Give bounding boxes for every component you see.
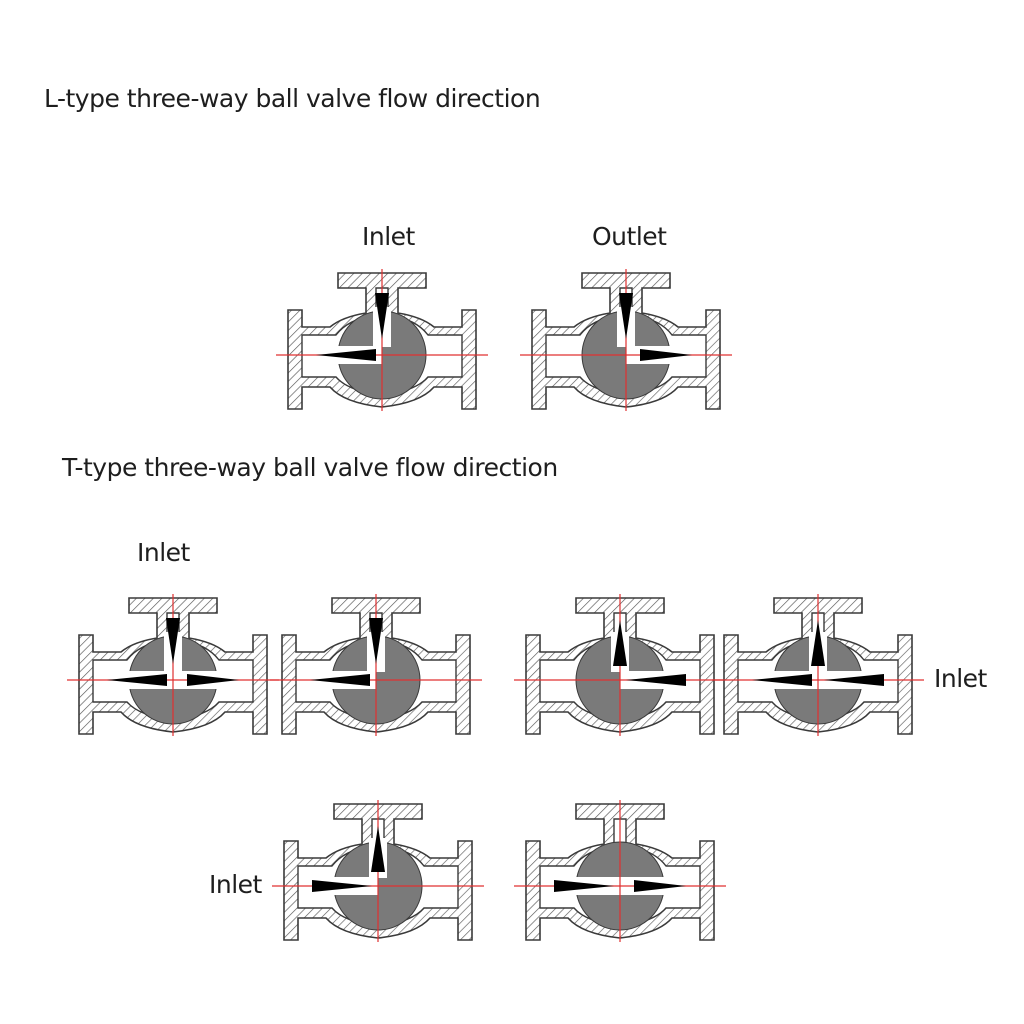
valve-l-top-to-right-outlet <box>520 269 732 411</box>
valve-t-right-to-top-and-left <box>712 594 924 736</box>
flow-arrow <box>752 674 812 686</box>
valve-l-inlet-top-to-left <box>276 269 488 411</box>
flow-arrow <box>634 880 686 892</box>
flow-arrow <box>619 293 633 339</box>
flow-arrow <box>312 880 372 892</box>
flow-arrow <box>554 880 614 892</box>
flow-arrow <box>824 674 884 686</box>
flow-arrow <box>811 620 825 666</box>
t-inlet-right-label: Inlet <box>934 664 987 693</box>
valve-t-top-to-left <box>270 594 482 736</box>
flow-arrow <box>166 618 180 664</box>
valve-t-left-to-top <box>272 800 484 942</box>
flow-arrow <box>310 674 370 686</box>
flow-arrow <box>626 674 686 686</box>
valve-t-top-to-both-sides <box>67 594 279 736</box>
flow-arrow <box>369 618 383 664</box>
valve-t-left-to-right <box>514 800 726 942</box>
t-inlet-left-label: Inlet <box>209 870 262 899</box>
flow-arrow <box>613 620 627 666</box>
l-outlet-label: Outlet <box>592 222 667 251</box>
flow-arrow <box>316 349 376 361</box>
flow-arrow <box>107 674 167 686</box>
valve-t-right-to-top <box>514 594 726 736</box>
flow-arrow <box>640 349 692 361</box>
flow-arrow <box>187 674 239 686</box>
l-type-heading: L-type three-way ball valve flow directi… <box>44 84 541 113</box>
t-inlet-top-label: Inlet <box>137 538 190 567</box>
t-type-heading: T-type three-way ball valve flow directi… <box>62 453 558 482</box>
flow-arrow <box>375 293 389 339</box>
flow-arrow <box>371 826 385 872</box>
l-inlet-label: Inlet <box>362 222 415 251</box>
